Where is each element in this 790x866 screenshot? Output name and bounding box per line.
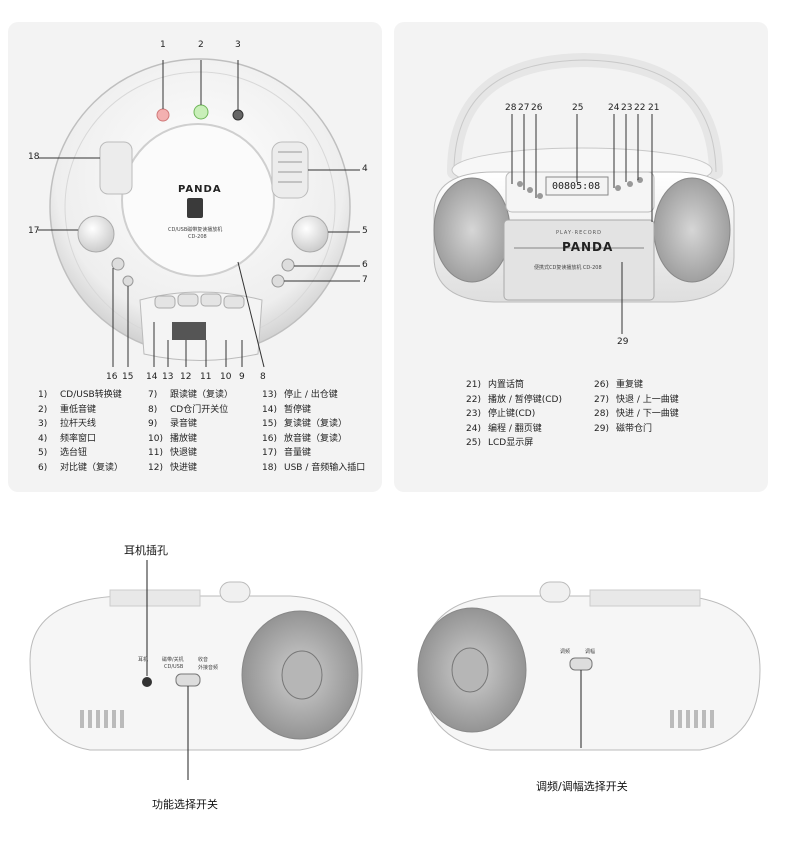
legend-item: 5)选台钮 — [38, 448, 88, 459]
volume-knob — [77, 215, 115, 253]
legend-item: 16)放音键（复读） — [262, 433, 348, 444]
top-view-illustration — [38, 58, 360, 368]
legend-item: 10)播放键 — [148, 433, 198, 444]
callout-14: 14 — [146, 372, 158, 382]
bass-button — [193, 104, 209, 120]
front-model-line: 便携式CD复读播放机 CD-208 — [534, 265, 602, 271]
callout-23: 23 — [621, 103, 633, 113]
repeat-button — [122, 275, 134, 287]
legend-item: 12)快进键 — [148, 462, 198, 473]
left-side-view — [29, 560, 363, 780]
legend-item: 29)磁带仓门 — [594, 423, 653, 434]
callout-6: 6 — [362, 260, 368, 270]
callout-3: 3 — [235, 40, 241, 50]
legend-item: 27)快退 / 上一曲键 — [594, 394, 679, 405]
antenna-knob — [232, 109, 244, 121]
callout-10: 10 — [220, 372, 232, 382]
side-label-cd-usb: CD/USB — [164, 664, 184, 670]
right-speaker — [653, 177, 731, 283]
legend-item: 1)CD/USB转换键 — [38, 390, 122, 400]
left-speaker — [433, 177, 511, 283]
legend-left-col3: 13)停止 / 出仓键 14)暂停键 15)复读键（复读） 16)放音键（复读）… — [262, 388, 365, 476]
legend-item: 25)LCD显示屏 — [466, 438, 534, 449]
band-switch — [569, 657, 593, 671]
legend-item: 14)暂停键 — [262, 404, 312, 415]
tuning-knob — [291, 215, 329, 253]
legend-item: 11)快退键 — [148, 448, 198, 459]
playback-repeat-button — [111, 257, 125, 271]
legend-item: 24)编程 / 翻页键 — [466, 423, 542, 434]
legend-item: 21)内置话筒 — [466, 380, 525, 390]
callout-7: 7 — [362, 275, 368, 285]
legend-right-col2: 26)重复键 27)快退 / 上一曲键 28)快进 / 下一曲键 29)磁带仓门 — [594, 378, 679, 436]
callout-12: 12 — [180, 372, 192, 382]
compare-button — [281, 258, 295, 272]
legend-item: 2)重低音键 — [38, 404, 97, 415]
callout-16: 16 — [106, 372, 118, 382]
top-brand: PANDA — [178, 184, 222, 195]
top-model: CD-208 — [188, 234, 207, 240]
callout-24: 24 — [608, 103, 620, 113]
callout-18: 18 — [28, 152, 40, 162]
legend-item: 26)重复键 — [594, 380, 644, 390]
legend-item: 6)对比键（复读） — [38, 462, 124, 473]
legend-item: 3)拉杆天线 — [38, 419, 97, 430]
callout-5: 5 — [362, 226, 368, 236]
callout-1: 1 — [160, 40, 166, 50]
callout-29: 29 — [617, 337, 629, 347]
legend-left-col1: 1)CD/USB转换键 2)重低音键 3)拉杆天线 4)频率窗口 5)选台钮 6… — [38, 388, 123, 476]
headphone-jack-caption: 耳机插孔 — [124, 544, 168, 557]
side-label-tape-off: 磁带/关机 — [162, 657, 184, 663]
side-label-fm: 调频 — [560, 649, 571, 655]
follow-read-button — [271, 274, 285, 288]
callout-22: 22 — [634, 103, 646, 113]
callout-21: 21 — [648, 103, 660, 113]
legend-item: 9)录音键 — [148, 419, 198, 430]
legend-item: 28)快进 / 下一曲键 — [594, 409, 679, 420]
callout-27: 27 — [518, 103, 530, 113]
right-side-view — [417, 581, 761, 751]
disc-logo — [187, 198, 203, 218]
frequency-window — [271, 141, 309, 199]
callout-8: 8 — [260, 372, 266, 382]
callout-4: 4 — [362, 164, 368, 174]
front-brand: PANDA — [562, 240, 614, 254]
callout-11: 11 — [200, 372, 212, 382]
callout-2: 2 — [198, 40, 204, 50]
side-label-aux: 外接音频 — [198, 665, 219, 671]
top-lcd — [172, 322, 206, 340]
callout-9: 9 — [239, 372, 245, 382]
legend-item: 4)频率窗口 — [38, 433, 97, 444]
headphone-jack — [142, 677, 152, 687]
legend-item: 15)复读键（复读） — [262, 419, 348, 430]
front-view-illustration — [433, 52, 735, 334]
cd-usb-button — [156, 108, 170, 122]
callout-26: 26 — [531, 103, 543, 113]
legend-item: 22)播放 / 暂停键(CD) — [466, 394, 562, 405]
callout-17: 17 — [28, 226, 40, 236]
callout-28: 28 — [505, 103, 517, 113]
side-label-radio: 收音 — [198, 657, 209, 663]
side-label-am: 调幅 — [585, 649, 596, 655]
legend-left-col2: 7)跟读键（复读） 8)CD仓门开关位 9)录音键 10)播放键 11)快退键 … — [148, 388, 233, 476]
side-label-earphone: 耳机 — [138, 657, 149, 663]
callout-13: 13 — [162, 372, 174, 382]
front-tagline: PLAY·RECORD — [556, 230, 602, 236]
legend-item: 18)USB / 音频输入插口 — [262, 462, 366, 473]
usb-port-panel — [99, 141, 133, 195]
callout-25: 25 — [572, 103, 584, 113]
top-subtitle: CD/USB磁带复读播放机 — [168, 227, 223, 233]
cassette-door — [503, 219, 655, 301]
front-lcd-text: 00805:08 — [552, 181, 601, 192]
legend-item: 7)跟读键（复读） — [148, 390, 234, 400]
legend-item: 13)停止 / 出仓键 — [262, 390, 338, 400]
legend-right-col1: 21)内置话筒 22)播放 / 暂停键(CD) 23)停止键(CD) 24)编程… — [466, 378, 562, 451]
function-switch-caption: 功能选择开关 — [152, 798, 218, 811]
legend-item: 8)CD仓门开关位 — [148, 404, 229, 415]
legend-item: 23)停止键(CD) — [466, 409, 536, 420]
callout-15: 15 — [122, 372, 134, 382]
legend-item: 17)音量键 — [262, 448, 312, 459]
function-switch — [175, 673, 201, 687]
band-switch-caption: 调频/调幅选择开关 — [536, 780, 628, 793]
